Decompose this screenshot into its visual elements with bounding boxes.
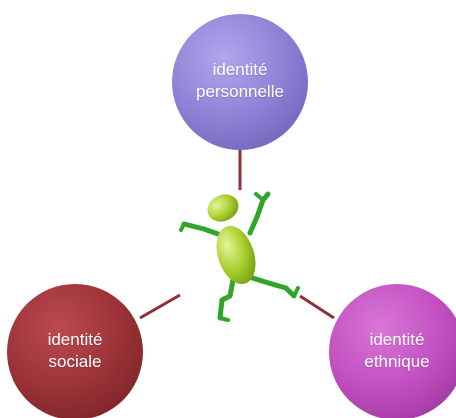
- connector-sociale: [139, 293, 181, 320]
- running-figure-icon: [179, 191, 300, 322]
- node-ethnique-circle: [329, 284, 456, 418]
- node-sociale-circle: [7, 284, 143, 418]
- node-ethnique-label: identité ethnique: [364, 330, 430, 371]
- connector-ethnique: [299, 294, 335, 320]
- node-personnelle-circle: [172, 14, 308, 150]
- node-sociale-label: identité sociale: [47, 330, 103, 371]
- node-personnelle-label: identité personnelle: [196, 60, 284, 101]
